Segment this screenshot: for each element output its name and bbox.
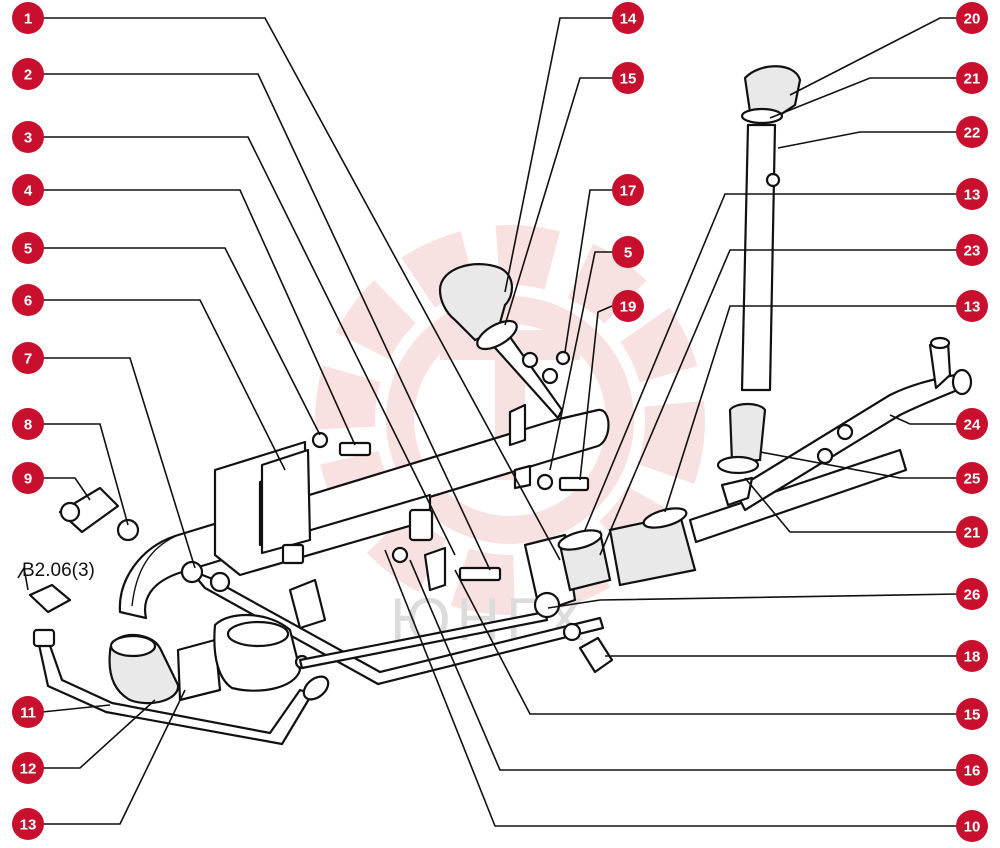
svg-text:26: 26 [964,587,981,604]
bolt-5-left [311,431,372,457]
bolt-16 [288,546,502,630]
small-pipe-11 [36,638,314,746]
callout-21-bottom[interactable]: 21 [956,516,988,548]
svg-text:21: 21 [964,71,981,88]
callout-11[interactable]: 11 [12,696,44,728]
svg-text:3: 3 [24,130,32,147]
center-hose-assembly [523,448,908,674]
callout-22[interactable]: 22 [956,116,988,148]
callout-13-right-middle[interactable]: 13 [956,290,988,322]
upper-rubber-hose [438,263,513,342]
callout-14[interactable]: 14 [612,2,644,34]
callout-6[interactable]: 6 [12,284,44,316]
svg-text:14: 14 [620,11,637,28]
svg-text:25: 25 [964,471,981,488]
callout-21-top[interactable]: 21 [956,62,988,94]
pipe-24 [733,373,972,512]
bracket-clip [408,508,434,542]
svg-text:12: 12 [20,761,37,778]
fitting-9 [58,486,120,534]
svg-text:24: 24 [964,417,981,434]
callout-10[interactable]: 10 [956,810,988,842]
svg-text:5: 5 [624,245,632,262]
callout-25[interactable]: 25 [956,462,988,494]
callout-20[interactable]: 20 [956,2,988,34]
callout-16[interactable]: 16 [956,754,988,786]
svg-text:18: 18 [964,649,981,666]
callout-3[interactable]: 3 [12,121,44,153]
callout-9[interactable]: 9 [12,462,44,494]
svg-text:4: 4 [24,183,33,200]
svg-text:17: 17 [620,183,637,200]
svg-text:9: 9 [24,471,32,488]
callout-12[interactable]: 12 [12,752,44,784]
thermostat-housing [108,613,310,705]
callout-4[interactable]: 4 [12,174,44,206]
callout-7[interactable]: 7 [12,342,44,374]
callout-5-center[interactable]: 5 [612,236,644,268]
svg-text:22: 22 [964,125,981,142]
svg-text:10: 10 [964,819,981,836]
callout-13-bottom-left[interactable]: 13 [12,808,44,840]
callout-19[interactable]: 19 [612,290,644,322]
svg-text:15: 15 [620,71,637,88]
bolt-18 [578,636,614,674]
svg-text:21: 21 [964,525,981,542]
fitting-b206 [28,583,72,614]
svg-text:15: 15 [964,707,981,724]
svg-text:1: 1 [24,11,32,28]
svg-text:11: 11 [20,705,36,722]
callout-18[interactable]: 18 [956,640,988,672]
svg-text:19: 19 [620,299,637,316]
reference-label: B2.06(3) [22,560,95,581]
callout-5-left[interactable]: 5 [12,232,44,264]
leader-lines [17,17,959,827]
parts-drawing [28,65,973,746]
svg-text:7: 7 [24,351,32,368]
callout-15-bottom[interactable]: 15 [956,698,988,730]
nut-8 [116,518,140,542]
callout-2[interactable]: 2 [12,58,44,90]
callout-1[interactable]: 1 [12,2,44,34]
hose-clamp-15 [476,319,518,351]
small-pipe-7 [188,568,605,686]
bolt-5-right [536,473,590,492]
callout-24[interactable]: 24 [956,408,988,440]
callout-17[interactable]: 17 [612,174,644,206]
svg-text:13: 13 [20,817,37,834]
nut-17 [555,350,571,366]
svg-text:8: 8 [24,417,32,434]
svg-text:13: 13 [964,299,981,316]
callout-23[interactable]: 23 [956,234,988,266]
callout-8[interactable]: 8 [12,408,44,440]
svg-text:2: 2 [24,67,32,84]
callouts: 1 2 3 4 5 6 7 8 9 11 12 13 14 15 17 5 19… [12,2,988,842]
svg-text:5: 5 [24,241,32,258]
callout-26[interactable]: 26 [956,578,988,610]
svg-text:23: 23 [964,243,981,260]
vertical-pipe-assembly [716,65,802,507]
callout-15-top[interactable]: 15 [612,62,644,94]
svg-text:13: 13 [964,187,981,204]
svg-text:6: 6 [24,293,32,310]
svg-text:16: 16 [964,763,981,780]
callout-13-right-upper[interactable]: 13 [956,178,988,210]
svg-text:20: 20 [964,11,981,28]
long-rod [298,610,549,670]
